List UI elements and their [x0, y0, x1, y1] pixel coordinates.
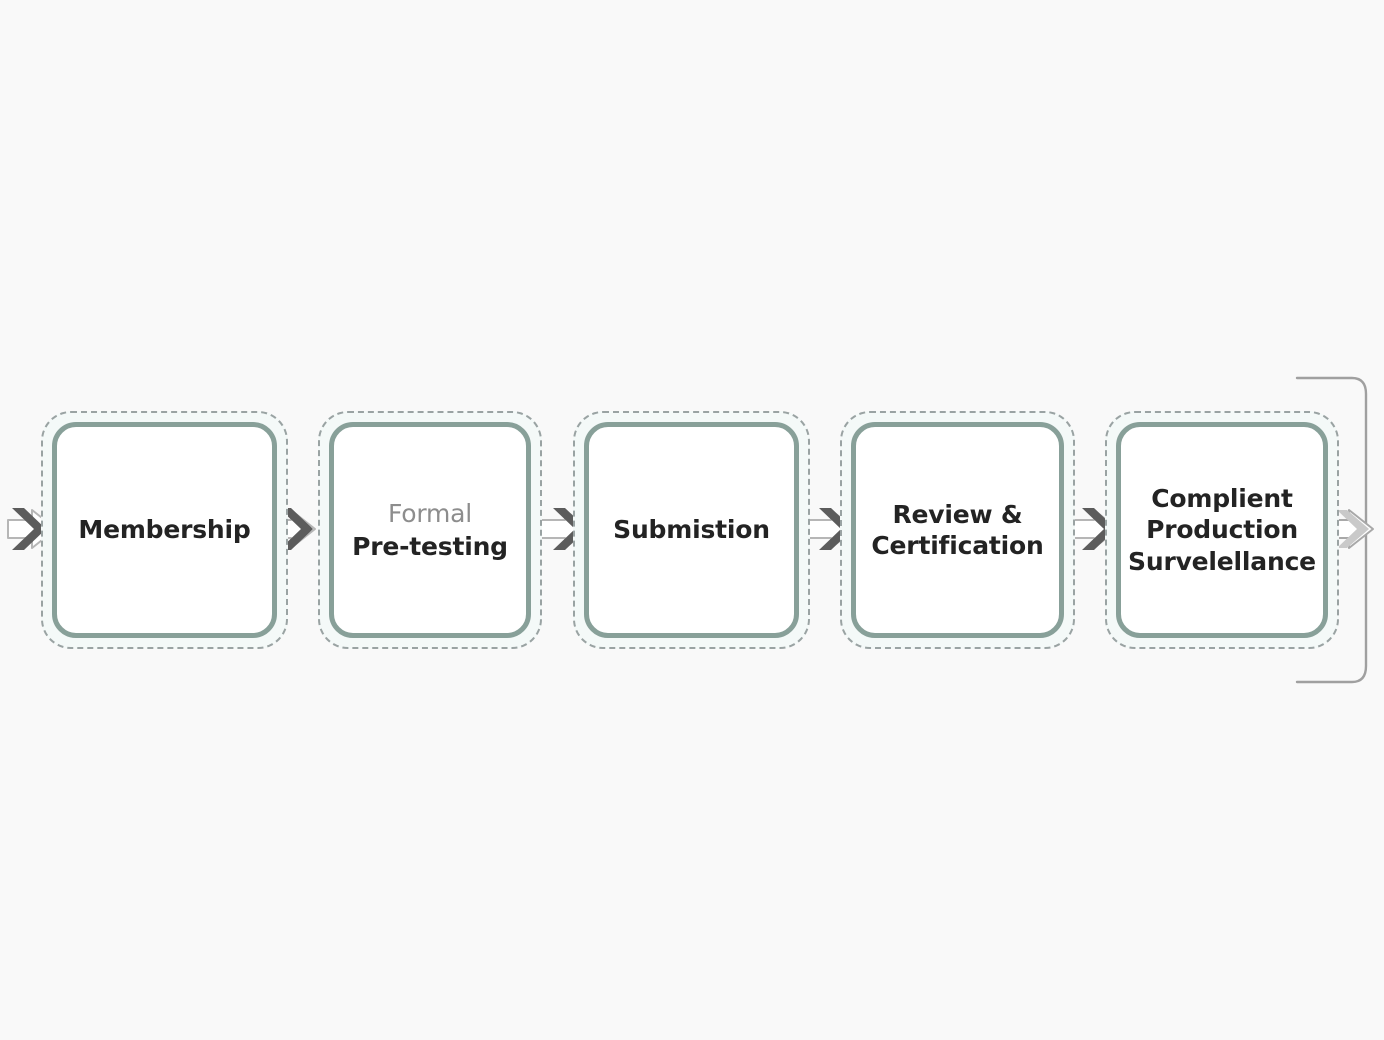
- process-step-membership[interactable]: Membership: [41, 411, 288, 649]
- process-step-submistion[interactable]: Submistion: [573, 411, 810, 649]
- step-box-inner: Formal Pre-testing: [329, 422, 531, 638]
- step-sublabel: Formal: [387, 498, 473, 528]
- process-step-complient-production-survelellance[interactable]: Complient Production Survelellance: [1105, 411, 1339, 649]
- step-label: Pre-testing: [352, 532, 508, 561]
- step-label: Membership: [78, 515, 251, 545]
- step-label: Submistion: [613, 515, 770, 545]
- step-box-inner: Complient Production Survelellance: [1116, 422, 1328, 638]
- step-label: Review & Certification: [871, 499, 1044, 560]
- step-box-inner: Submistion: [584, 422, 799, 638]
- step-box-inner: Review & Certification: [851, 422, 1064, 638]
- process-step-formal-pre-testing[interactable]: Formal Pre-testing: [318, 411, 542, 649]
- step-box-inner: Membership: [52, 422, 277, 638]
- process-step-review-certification[interactable]: Review & Certification: [840, 411, 1075, 649]
- step-label: Complient Production Survelellance: [1128, 484, 1316, 576]
